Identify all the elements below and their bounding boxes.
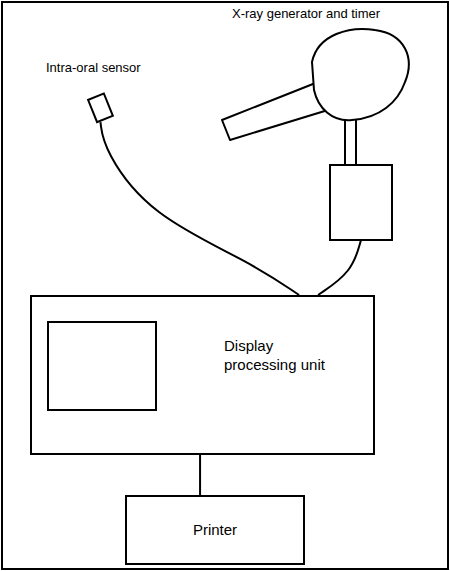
- tube-head: [312, 29, 409, 120]
- part-label: X-ray generator and timer: [232, 6, 450, 22]
- part-label: Intra-oral sensor: [46, 60, 190, 76]
- cable: [199, 455, 201, 495]
- process-box: Display processing unit: [30, 295, 375, 455]
- process-box: Printer: [125, 495, 305, 565]
- box-label: Display processing unit: [224, 337, 336, 375]
- cable: [100, 122, 299, 295]
- generator-unit: X-ray generator and timer: [220, 4, 450, 244]
- sensor-unit: Intra-oral sensor: [40, 58, 184, 128]
- display-drawing: [32, 297, 377, 457]
- support-arm: [355, 119, 357, 165]
- box-label: Printer: [193, 521, 237, 540]
- sensor-plate: [88, 94, 113, 123]
- tube-cone: [222, 82, 328, 140]
- timer-box: [330, 165, 392, 240]
- support-arm: [344, 120, 346, 165]
- xray-generator-drawing: [220, 4, 446, 244]
- screen: [48, 322, 156, 410]
- cable: [318, 240, 361, 295]
